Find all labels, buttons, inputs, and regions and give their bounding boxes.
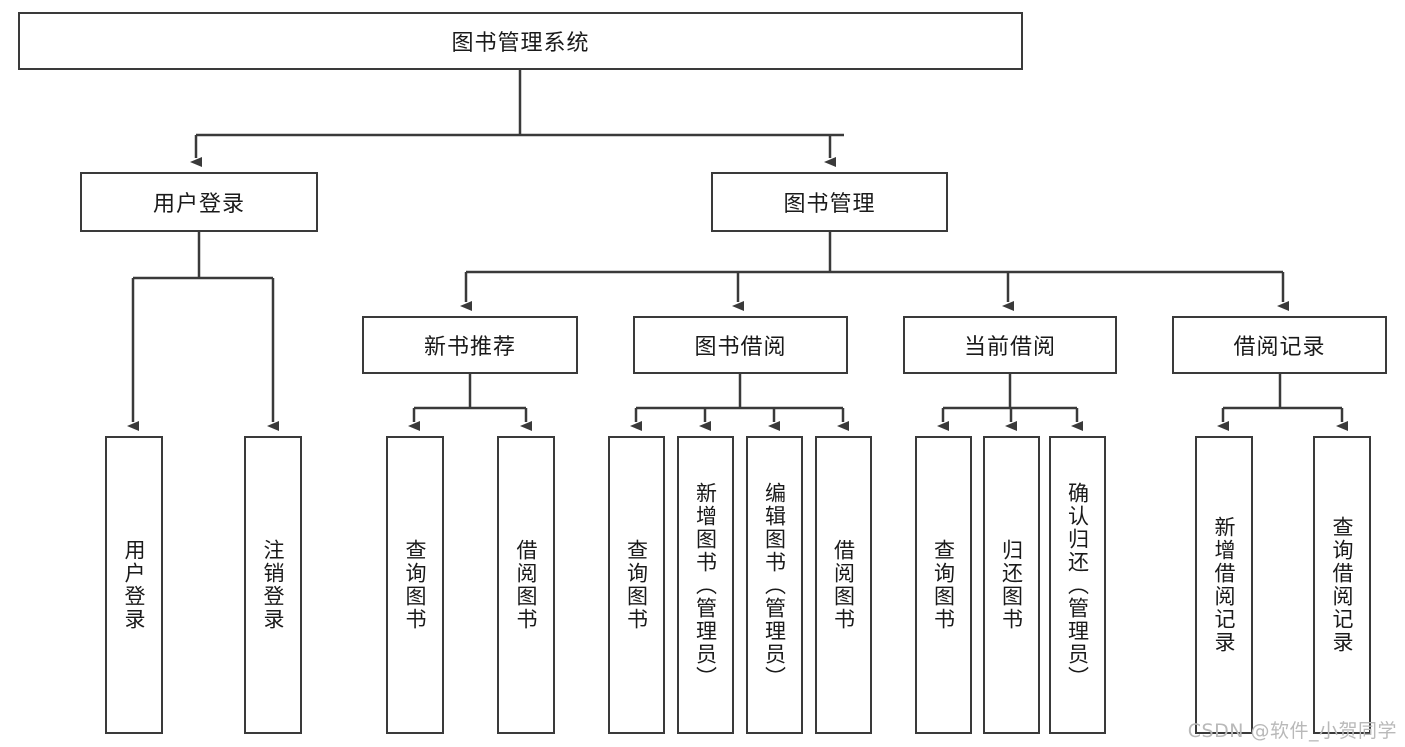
leaf-recommend-query-book[interactable]: 查询图书 [386,436,444,734]
node-label: 新增借阅记录 [1212,516,1237,654]
node-book-management[interactable]: 图书管理 [711,172,948,232]
node-book-borrow[interactable]: 图书借阅 [633,316,848,374]
node-label: 查询图书 [931,539,956,631]
leaf-borrow-edit-book-admin[interactable]: 编辑图书（管理员） [746,436,803,734]
leaf-current-return-book[interactable]: 归还图书 [983,436,1040,734]
node-label: 确认归还（管理员） [1065,481,1090,689]
node-current-borrow[interactable]: 当前借阅 [903,316,1117,374]
node-label: 借阅记录 [1233,335,1326,360]
leaf-borrow-add-book-admin[interactable]: 新增图书（管理员） [677,436,734,734]
csdn-watermark: CSDN @软件_小贺同学 [1187,720,1397,742]
leaf-records-add-record[interactable]: 新增借阅记录 [1195,436,1253,734]
node-label: 编辑图书（管理员） [762,481,787,689]
leaf-user-login-logout[interactable]: 注销登录 [244,436,302,734]
node-label: 图书管理系统 [451,31,590,56]
node-label: 当前借阅 [963,335,1056,360]
leaf-recommend-borrow-book[interactable]: 借阅图书 [497,436,555,734]
node-new-book-recommend[interactable]: 新书推荐 [362,316,578,374]
node-root-system[interactable]: 图书管理系统 [18,12,1023,70]
leaf-borrow-borrow-book[interactable]: 借阅图书 [815,436,872,734]
leaf-current-query-book[interactable]: 查询图书 [915,436,972,734]
node-label: 图书管理 [783,192,876,217]
node-label: 新增图书（管理员） [693,481,718,689]
node-label: 注销登录 [261,539,286,631]
node-label: 查询图书 [403,539,428,631]
node-label: 借阅图书 [514,539,539,631]
node-label: 查询借阅记录 [1330,516,1355,654]
node-user-login[interactable]: 用户登录 [80,172,318,232]
leaf-borrow-query-book[interactable]: 查询图书 [608,436,665,734]
node-label: 查询图书 [624,539,649,631]
leaf-records-query-record[interactable]: 查询借阅记录 [1313,436,1371,734]
node-label: 用户登录 [122,539,147,631]
node-label: 借阅图书 [831,539,856,631]
node-label: 图书借阅 [694,335,787,360]
node-label: 归还图书 [999,539,1024,631]
node-label: 新书推荐 [423,335,516,360]
node-borrow-records[interactable]: 借阅记录 [1172,316,1387,374]
leaf-user-login-login[interactable]: 用户登录 [105,436,163,734]
leaf-current-confirm-return-admin[interactable]: 确认归还（管理员） [1049,436,1106,734]
node-label: 用户登录 [152,192,245,217]
